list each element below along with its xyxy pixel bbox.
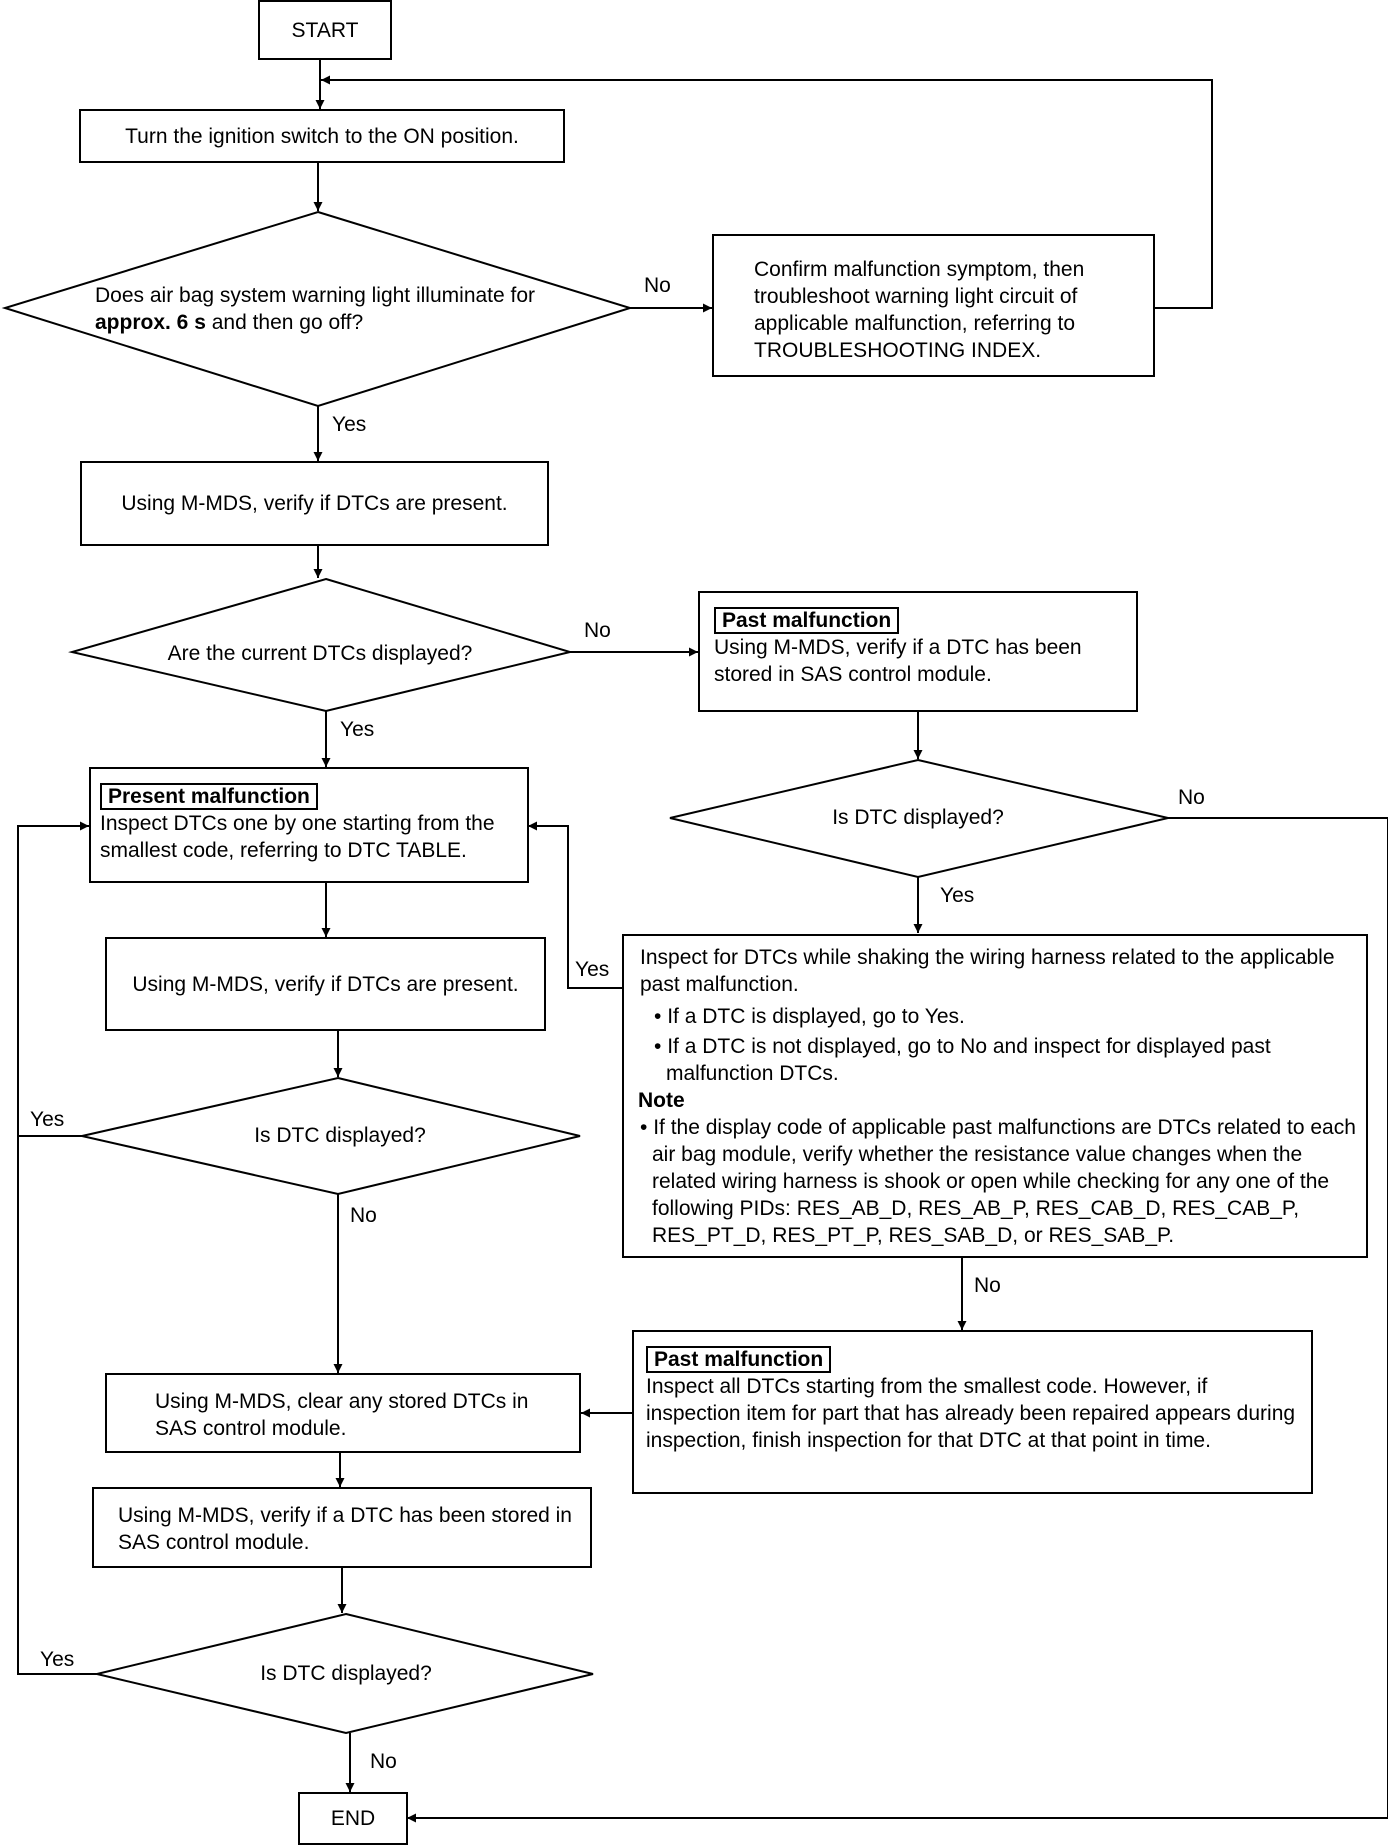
past-malfunction-1-text: Using M-MDS, verify if a DTC has been st…	[714, 636, 1082, 686]
past-malfunction-1-tag: Past malfunction	[714, 607, 900, 634]
decision-dtc-displayed-2: Is DTC displayed?	[190, 1120, 490, 1150]
present-malfunction-tag: Present malfunction	[100, 783, 318, 810]
decision-current-dtcs: Are the current DTCs displayed?	[130, 638, 510, 668]
decision-warning-light-text: Does air bag system warning light illumi…	[95, 282, 545, 336]
label-shaking-no: No	[974, 1274, 1001, 1297]
label-warning-yes: Yes	[332, 413, 367, 436]
arrow-dtc2-yes-loop	[17, 821, 89, 1137]
end-label: END	[330, 1807, 376, 1830]
step-present-malfunction: Present malfunction Inspect DTCs one by …	[89, 767, 529, 883]
step-past-malfunction-1: Past malfunction Using M-MDS, verify if …	[698, 591, 1138, 712]
step-verify-stored: Using M-MDS, verify if a DTC has been st…	[92, 1487, 592, 1568]
step-confirm-symptom: Confirm malfunction symptom, then troubl…	[712, 234, 1155, 377]
step-verify-dtcs-2-text: Using M-MDS, verify if DTCs are present.	[132, 972, 519, 996]
decision-dtc-displayed-3-text: Is DTC displayed?	[260, 1661, 432, 1685]
step-verify-dtcs-1-text: Using M-MDS, verify if DTCs are present.	[121, 492, 508, 515]
decision-dtc-displayed-3: Is DTC displayed?	[196, 1658, 496, 1688]
decision-dtc-displayed-3-shape	[96, 1612, 594, 1735]
step-clear-dtcs: Using M-MDS, clear any stored DTCs in SA…	[105, 1373, 581, 1453]
label-dtc3-no: No	[370, 1750, 397, 1773]
decision-warning-text-part2: and then go off?	[205, 311, 364, 334]
step-verify-dtcs-2: Using M-MDS, verify if DTCs are present.	[105, 937, 546, 1031]
arrow-confirm-loop	[321, 75, 1213, 309]
past-malfunction-2-tag: Past malfunction	[646, 1346, 832, 1373]
arrow-dtc1-no-end	[407, 817, 1388, 1823]
step-clear-dtcs-text: Using M-MDS, clear any stored DTCs in SA…	[155, 1390, 529, 1440]
inspect-shaking-note-text: If the display code of applicable past m…	[652, 1116, 1356, 1247]
label-dtc1-no: No	[1178, 786, 1205, 809]
inspect-shaking-note: • If the display code of applicable past…	[640, 1116, 1356, 1247]
inspect-shaking-bullet-1: • If a DTC is displayed, go to Yes.	[654, 1005, 965, 1028]
label-dtc2-no: No	[350, 1204, 377, 1227]
label-warning-no: No	[644, 274, 671, 297]
start-terminal: START	[258, 0, 392, 60]
step-ignition-on: Turn the ignition switch to the ON posit…	[79, 109, 565, 163]
step-confirm-symptom-text: Confirm malfunction symptom, then troubl…	[754, 258, 1085, 362]
decision-warning-light: Does air bag system warning light illumi…	[95, 282, 545, 336]
step-ignition-on-text: Turn the ignition switch to the ON posit…	[125, 124, 519, 148]
step-verify-dtcs-1: Using M-MDS, verify if DTCs are present.	[80, 461, 549, 546]
label-current-yes: Yes	[340, 718, 375, 741]
end-terminal: END	[298, 1792, 408, 1845]
decision-dtc-displayed-1-text: Is DTC displayed?	[832, 805, 1004, 829]
inspect-shaking-note-title: Note	[638, 1089, 685, 1112]
start-label: START	[291, 18, 359, 42]
present-malfunction-text: Inspect DTCs one by one starting from th…	[100, 812, 495, 862]
label-dtc1-yes: Yes	[940, 884, 975, 907]
inspect-shaking-bullet-1-text: If a DTC is displayed, go to Yes.	[667, 1005, 965, 1028]
step-past-malfunction-2: Past malfunction Inspect all DTCs starti…	[632, 1330, 1313, 1494]
decision-dtc-displayed-1: Is DTC displayed?	[770, 802, 1066, 832]
label-current-no: No	[584, 619, 611, 642]
label-shaking-yes: Yes	[575, 958, 610, 981]
arrow-shaking-yes	[528, 821, 622, 989]
past-malfunction-2-text: Inspect all DTCs starting from the small…	[646, 1375, 1296, 1452]
decision-warning-text-bold: approx. 6 s	[95, 311, 206, 334]
arrow-dtc3-yes-loop	[17, 1136, 97, 1675]
inspect-shaking-intro: Inspect for DTCs while shaking the wirin…	[640, 946, 1335, 996]
label-dtc3-yes: Yes	[40, 1648, 75, 1671]
step-verify-stored-text: Using M-MDS, verify if a DTC has been st…	[118, 1504, 572, 1554]
inspect-shaking-bullet-2: • If a DTC is not displayed, go to No an…	[654, 1035, 1271, 1085]
decision-dtc-displayed-2-text: Is DTC displayed?	[254, 1123, 426, 1147]
label-dtc2-yes: Yes	[30, 1108, 65, 1131]
decision-warning-text-part1: Does air bag system warning light illumi…	[95, 284, 536, 307]
step-inspect-shaking: Inspect for DTCs while shaking the wirin…	[622, 934, 1368, 1258]
decision-current-dtcs-text: Are the current DTCs displayed?	[167, 641, 473, 665]
inspect-shaking-bullet-2-text: If a DTC is not displayed, go to No and …	[666, 1035, 1271, 1085]
